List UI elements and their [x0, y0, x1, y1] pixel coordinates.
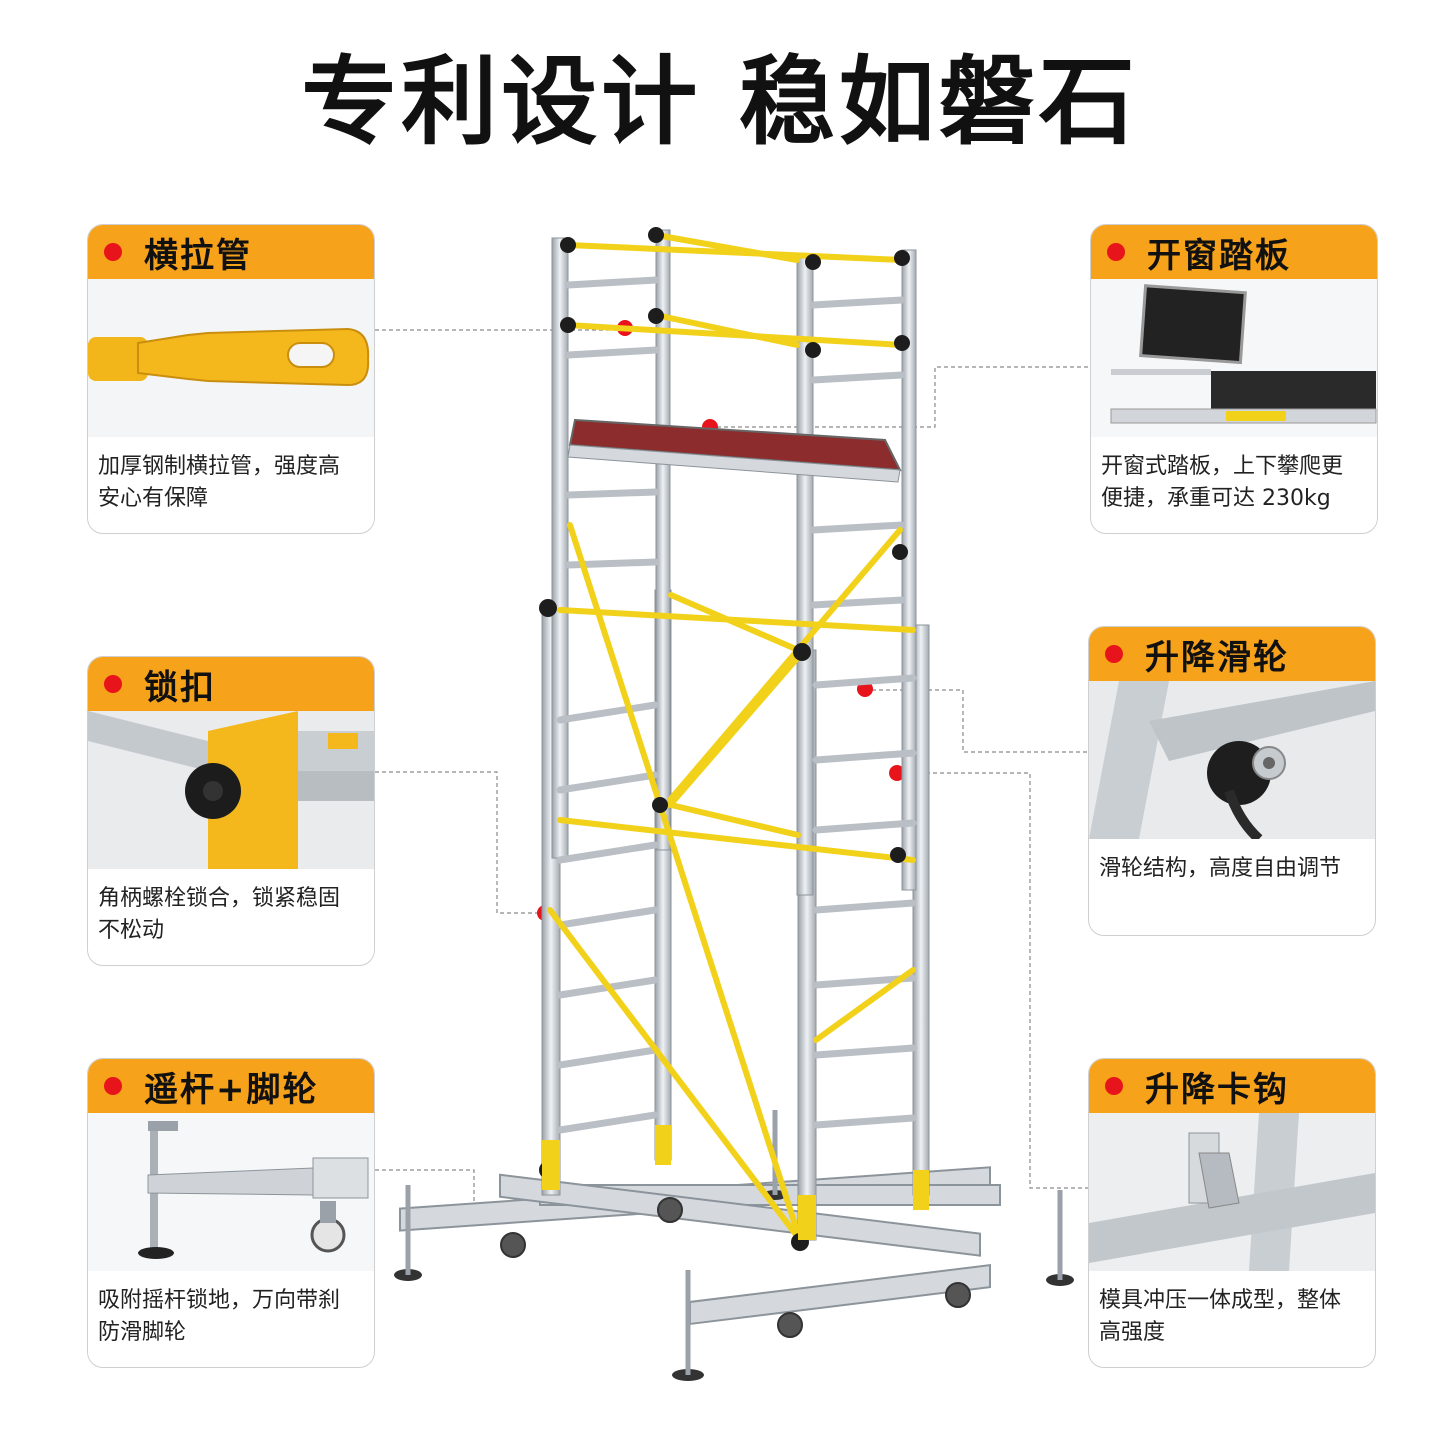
outrigger-caster-photo: [88, 1113, 374, 1271]
card-header: 遥杆+脚轮: [88, 1059, 374, 1113]
hatch-platform-photo: [1091, 279, 1377, 437]
feature-card-lift-hook: 升降卡钩 模具冲压一体成型，整体 高强度: [1088, 1058, 1376, 1368]
feature-card-pulley: 升降滑轮 滑轮结构，高度自由调节: [1088, 626, 1376, 936]
bullet-icon: [104, 675, 122, 693]
feature-card-hatch-platform: 开窗踏板 开窗式踏板，上下攀爬更 便捷，承重可达 230kg: [1090, 224, 1378, 534]
feature-card-outrigger-caster: 遥杆+脚轮 吸附摇杆锁地，万向带刹 防滑脚轮: [87, 1058, 375, 1368]
card-description: 开窗式踏板，上下攀爬更 便捷，承重可达 230kg: [1101, 454, 1344, 511]
lift-hook-photo: [1089, 1113, 1375, 1271]
card-header: 横拉管: [88, 225, 374, 279]
card-title: 开窗踏板: [1147, 235, 1291, 276]
pulley-photo: [1089, 681, 1375, 839]
card-title: 遥杆+脚轮: [144, 1069, 319, 1110]
card-title: 升降滑轮: [1145, 637, 1289, 678]
card-description: 模具冲压一体成型，整体 高强度: [1099, 1288, 1342, 1345]
bullet-icon: [104, 243, 122, 261]
lock-knob-photo: [88, 711, 374, 869]
bullet-icon: [104, 1077, 122, 1095]
card-title: 横拉管: [144, 235, 252, 276]
bullet-icon: [1105, 645, 1123, 663]
feature-card-lock: 锁扣 角柄螺栓锁合，锁紧稳固 不松动: [87, 656, 375, 966]
card-description: 吸附摇杆锁地，万向带刹 防滑脚轮: [98, 1288, 341, 1345]
card-header: 锁扣: [88, 657, 374, 711]
scaffold-tower-illustration: [380, 210, 1080, 1390]
brace-tube-photo: [88, 279, 374, 437]
card-header: 升降滑轮: [1089, 627, 1375, 681]
bullet-icon: [1107, 243, 1125, 261]
card-title: 锁扣: [144, 667, 216, 708]
card-title: 升降卡钩: [1145, 1069, 1289, 1110]
page-title: 专利设计 稳如磐石: [301, 46, 1139, 158]
bullet-icon: [1105, 1077, 1123, 1095]
feature-card-brace-tube: 横拉管 加厚钢制横拉管，强度高 安心有保障: [87, 224, 375, 534]
card-description: 滑轮结构，高度自由调节: [1099, 856, 1342, 881]
card-description: 角柄螺栓锁合，锁紧稳固 不松动: [98, 886, 341, 943]
card-header: 开窗踏板: [1091, 225, 1377, 279]
scaffold-tower-icon: [394, 227, 1074, 1381]
card-header: 升降卡钩: [1089, 1059, 1375, 1113]
card-description: 加厚钢制横拉管，强度高 安心有保障: [98, 454, 341, 511]
